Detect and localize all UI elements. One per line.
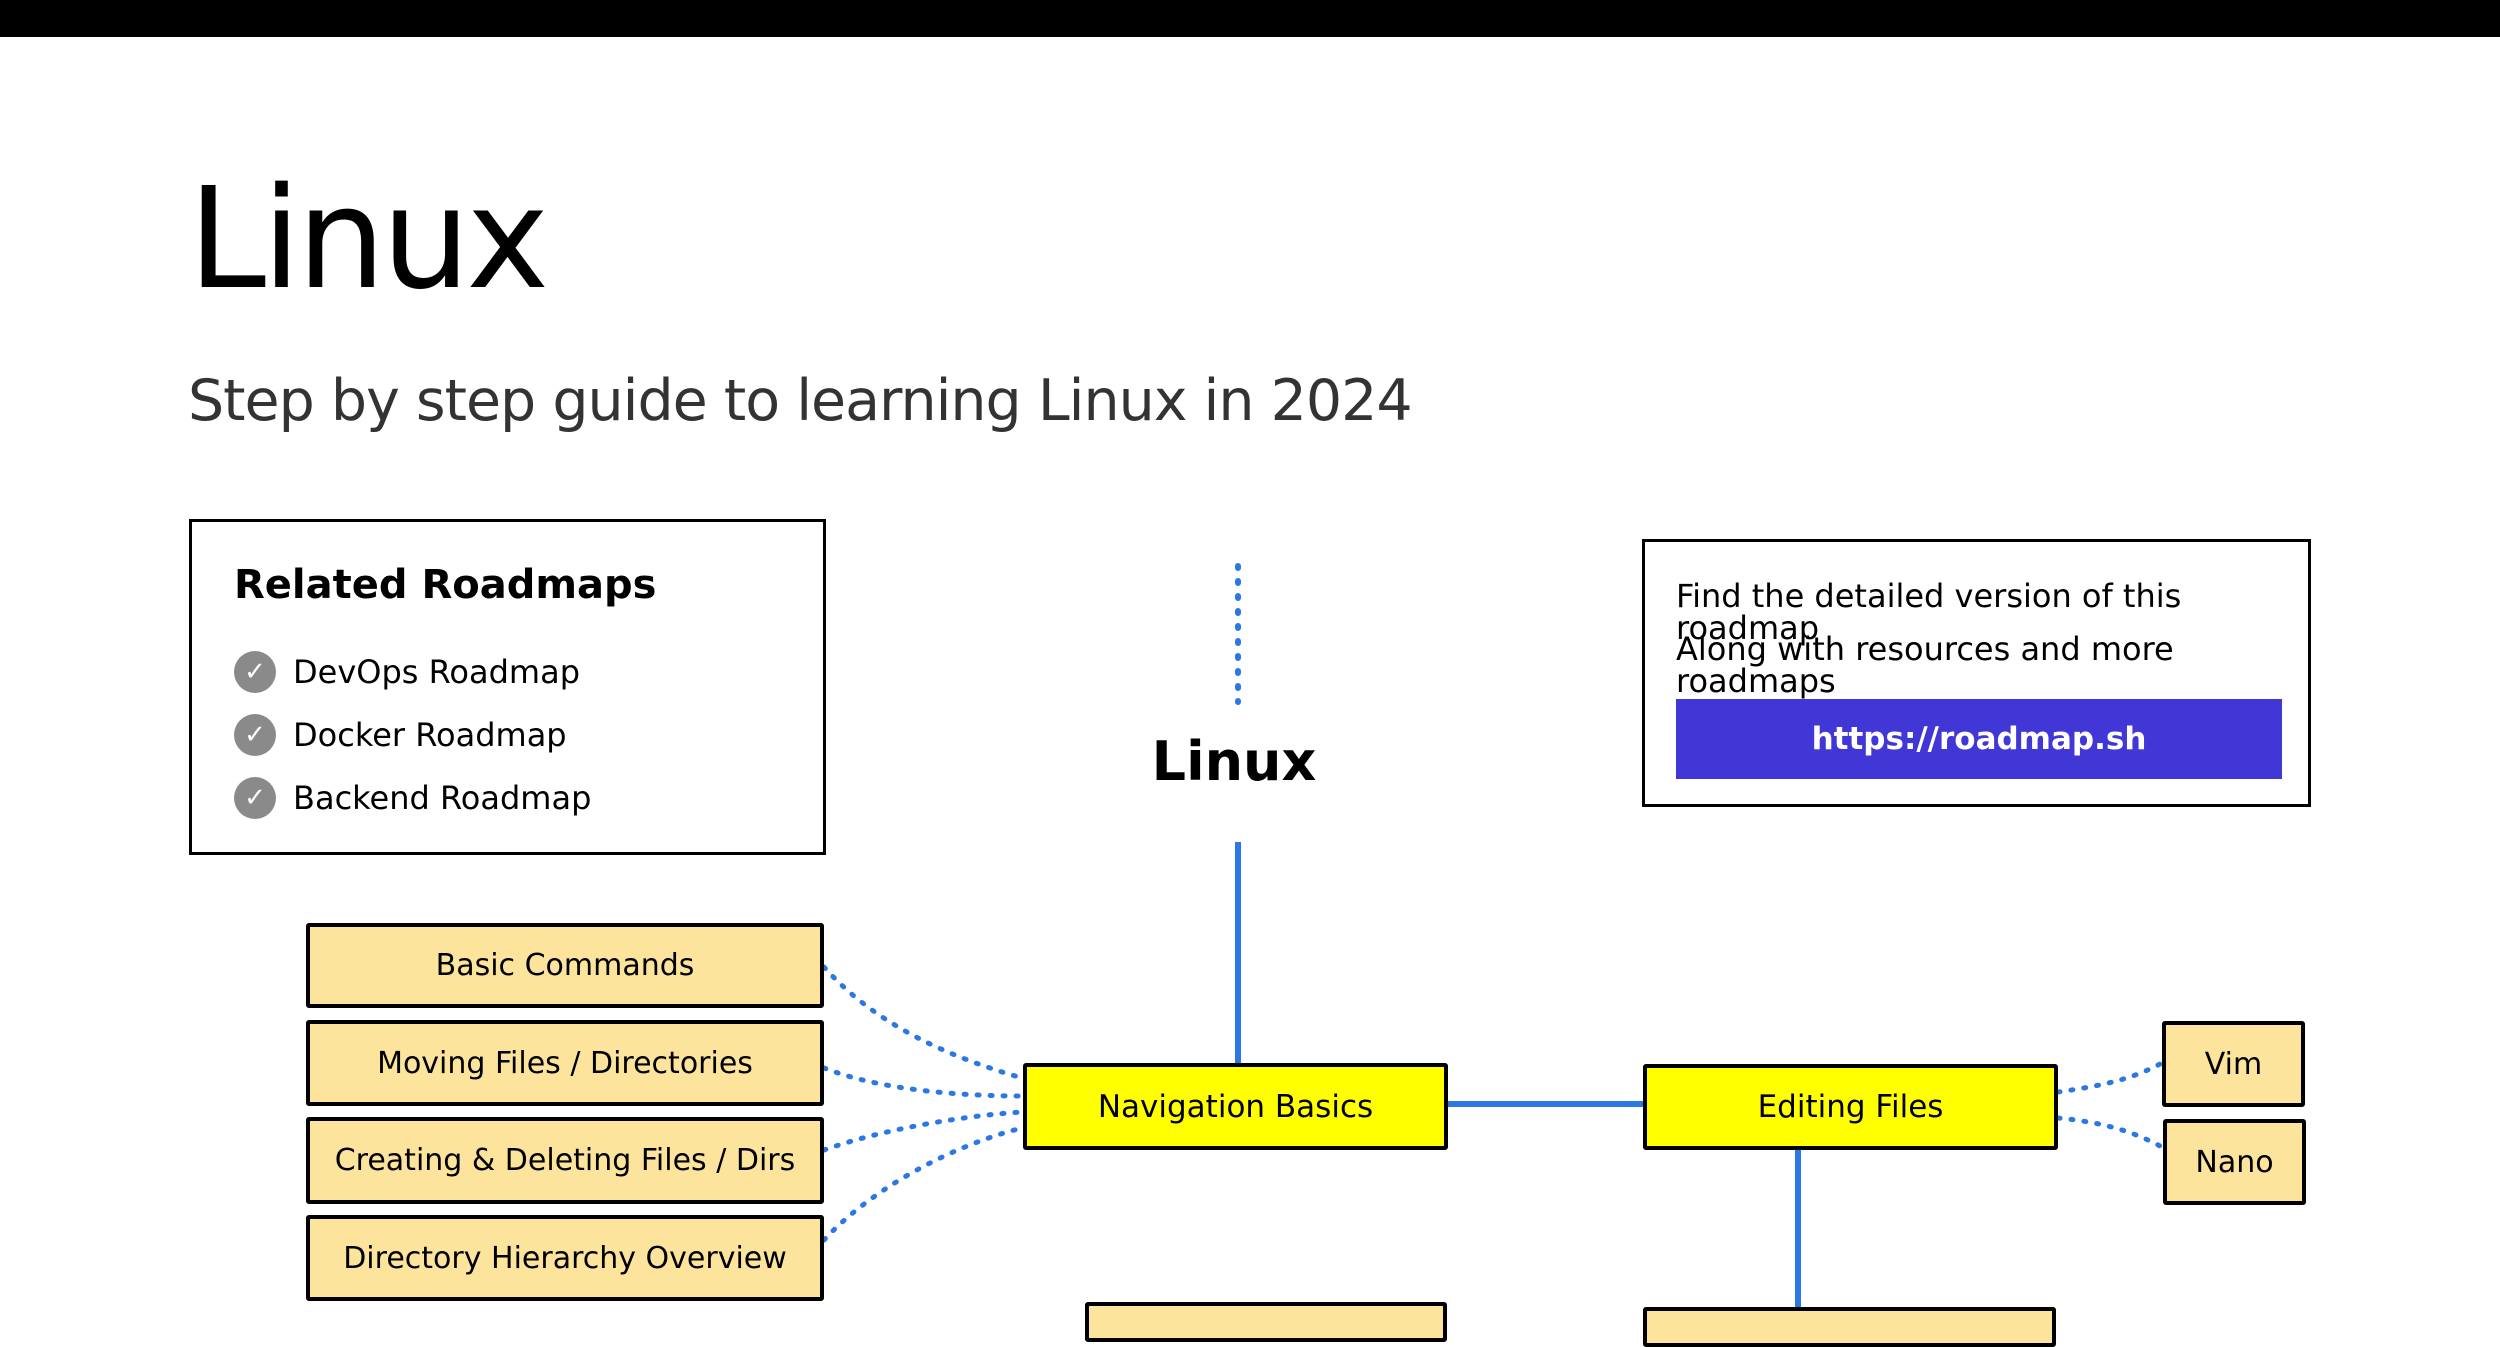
check-circle-icon: ✓ (234, 650, 276, 693)
subtopic-directory-hierarchy-overview[interactable]: Directory Hierarchy Overview (306, 1215, 824, 1301)
roadmap-root-label: Linux (1151, 730, 1317, 793)
related-roadmaps-heading: Related Roadmaps (234, 562, 657, 608)
connector-lines (821, 563, 2163, 1313)
subtopic-partial-bottom-right[interactable] (1643, 1307, 2056, 1347)
top-bar (0, 0, 2500, 37)
subtopic-basic-commands[interactable]: Basic Commands (306, 923, 824, 1008)
related-roadmaps-card: Related Roadmaps ✓ DevOps Roadmap ✓ Dock… (189, 519, 826, 855)
subtopic-connector-nano (2055, 1115, 2163, 1149)
subtopic-nano[interactable]: Nano (2163, 1119, 2306, 1205)
related-roadmap-label: Backend Roadmap (293, 778, 592, 817)
related-roadmap-item[interactable]: ✓ Backend Roadmap (234, 766, 591, 829)
related-roadmap-label: Docker Roadmap (293, 715, 567, 754)
related-roadmap-item[interactable]: ✓ Docker Roadmap (234, 703, 591, 766)
roadmap-sh-link-button[interactable]: https://roadmap.sh (1676, 699, 2282, 779)
promo-text-line-2: Along with resources and more roadmaps (1676, 630, 2174, 700)
subtopic-connector-directory-hierarchy (821, 1125, 1025, 1243)
page-title: Linux (188, 158, 549, 321)
subtopic-moving-files-directories[interactable]: Moving Files / Directories (306, 1020, 824, 1106)
topic-editing-files[interactable]: Editing Files (1643, 1064, 2058, 1150)
subtopic-connector-moving-files (821, 1065, 1025, 1099)
subtopic-partial-bottom-left[interactable] (1085, 1302, 1447, 1342)
subtopic-connector-basic-commands (821, 964, 1025, 1081)
topic-navigation-basics[interactable]: Navigation Basics (1023, 1063, 1448, 1150)
related-roadmaps-list: ✓ DevOps Roadmap ✓ Docker Roadmap ✓ Back… (234, 640, 591, 829)
related-roadmap-item[interactable]: ✓ DevOps Roadmap (234, 640, 591, 703)
subtopic-connector-creating-deleting (821, 1109, 1025, 1153)
promo-text-line-1: Find the detailed version of this roadma… (1676, 577, 2182, 647)
subtopic-connector-vim (2055, 1061, 2163, 1095)
check-circle-icon: ✓ (234, 776, 276, 819)
detailed-version-card: Find the detailed version of this roadma… (1642, 539, 2311, 807)
subtopic-vim[interactable]: Vim (2162, 1021, 2305, 1107)
subtopic-creating-deleting-files[interactable]: Creating & Deleting Files / Dirs (306, 1117, 824, 1204)
related-roadmap-label: DevOps Roadmap (293, 652, 580, 691)
check-circle-icon: ✓ (234, 713, 276, 756)
page-subtitle: Step by step guide to learning Linux in … (188, 368, 1413, 434)
